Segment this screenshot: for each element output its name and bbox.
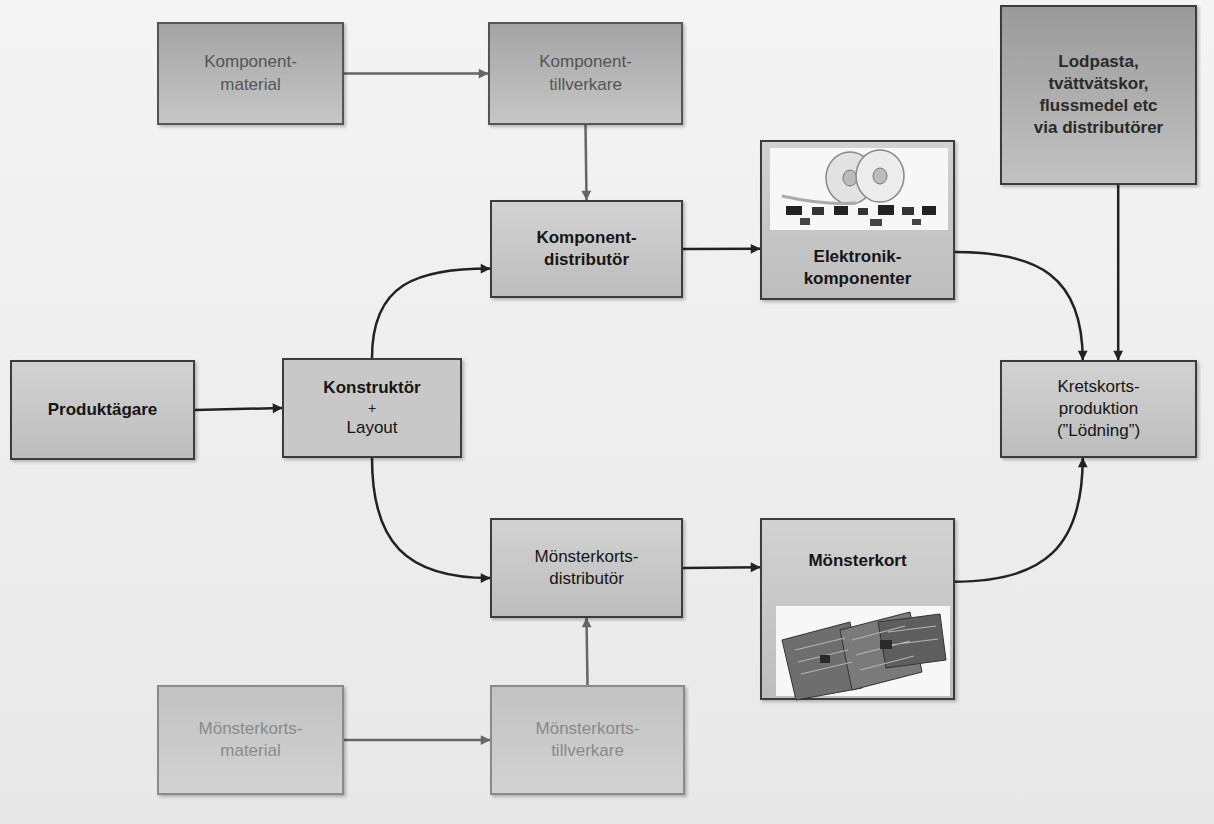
box-label: Mönsterkorts- distributör bbox=[504, 546, 669, 590]
box-label: Mönsterkorts- material bbox=[176, 718, 326, 762]
flow-arrow bbox=[955, 252, 1083, 360]
flow-arrow bbox=[587, 618, 588, 685]
process-box: Mönsterkort bbox=[760, 518, 955, 700]
box-label: + bbox=[368, 399, 376, 417]
process-box: Elektronik- komponenter bbox=[760, 140, 955, 300]
flow-arrow bbox=[683, 248, 760, 251]
box-label: Produktägare bbox=[48, 399, 158, 421]
process-box: Produktägare bbox=[10, 360, 195, 460]
process-box: Mönsterkorts- tillverkare bbox=[490, 685, 685, 795]
flow-arrow bbox=[344, 739, 490, 742]
process-box: Mönsterkorts- distributör bbox=[490, 518, 683, 618]
component-reel-photo bbox=[770, 148, 948, 230]
flow-arrow bbox=[372, 458, 490, 578]
box-label: Layout bbox=[346, 417, 397, 439]
box-label: Konstruktör bbox=[323, 377, 420, 399]
box-label: Kretskorts- produktion (”Lödning”) bbox=[1024, 376, 1174, 442]
process-box: Mönsterkorts- material bbox=[157, 685, 344, 795]
box-label: Komponent- tillverkare bbox=[511, 51, 661, 95]
box-label: Komponent- distributör bbox=[504, 227, 669, 271]
circuit-board-photo bbox=[776, 606, 950, 700]
process-box: Konstruktör+Layout bbox=[282, 358, 462, 458]
process-box: Kretskorts- produktion (”Lödning”) bbox=[1000, 360, 1197, 458]
flow-arrow bbox=[195, 408, 282, 410]
process-box: Komponent- material bbox=[157, 22, 344, 125]
flow-arrow bbox=[372, 269, 490, 358]
box-label: Mönsterkort bbox=[808, 550, 906, 572]
box-label: Mönsterkorts- tillverkare bbox=[513, 718, 663, 762]
process-box: Komponent- distributör bbox=[490, 200, 683, 298]
box-label: Komponent- material bbox=[176, 51, 326, 95]
flow-arrow bbox=[586, 125, 587, 200]
process-box: Lodpasta, tvättvätskor, flussmedel etc v… bbox=[1000, 5, 1197, 185]
box-label: Elektronik- komponenter bbox=[775, 246, 940, 290]
flow-arrow bbox=[955, 458, 1083, 582]
flow-arrow bbox=[683, 566, 760, 569]
flow-arrow bbox=[344, 72, 488, 75]
flow-arrow bbox=[1117, 185, 1120, 360]
box-label: Lodpasta, tvättvätskor, flussmedel etc v… bbox=[1029, 51, 1169, 139]
process-box: Komponent- tillverkare bbox=[488, 22, 683, 125]
